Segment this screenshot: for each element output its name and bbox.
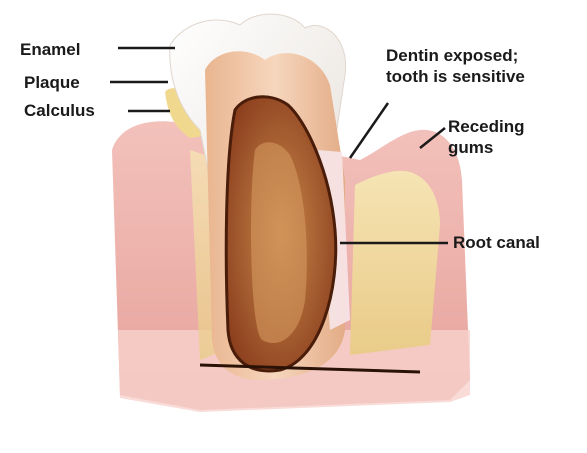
label-dentin-exposed: Dentin exposed; tooth is sensitive <box>386 45 525 87</box>
label-receding-line1: Receding <box>448 116 525 137</box>
label-enamel: Enamel <box>20 39 80 60</box>
label-plaque: Plaque <box>24 72 80 93</box>
label-receding-line2: gums <box>448 137 525 158</box>
alveolar-bone-right <box>350 171 440 355</box>
label-dentin-line2: tooth is sensitive <box>386 66 525 87</box>
label-receding-gums: Receding gums <box>448 116 525 158</box>
label-dentin-line1: Dentin exposed; <box>386 45 525 66</box>
label-calculus: Calculus <box>24 100 95 121</box>
label-root-canal: Root canal <box>453 232 540 253</box>
